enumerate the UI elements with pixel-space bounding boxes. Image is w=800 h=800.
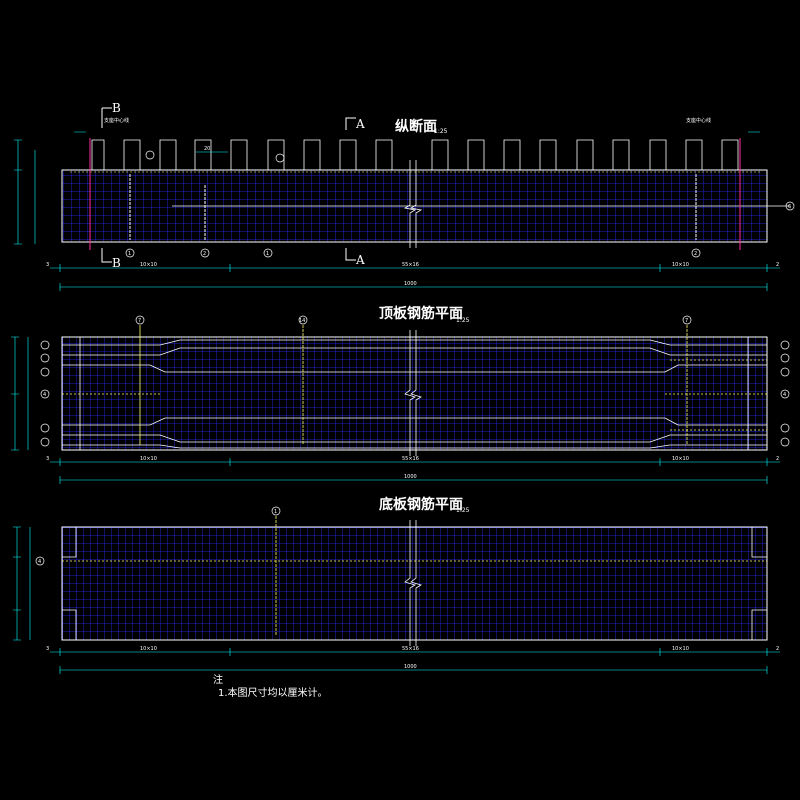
dim-top-gap: 20: [204, 146, 210, 152]
note-heading: 注: [213, 673, 223, 686]
bottom-dim-seg-left: 10×10: [140, 646, 157, 652]
bottom-dim-seg-mid: 55×16: [402, 646, 419, 652]
drawing-note: 注 1.本图尺寸均以厘米计。: [213, 673, 328, 699]
top-dim-edge-right: 2: [776, 456, 779, 462]
section-mark-a-bottom: A: [355, 253, 365, 267]
dim-seg-right: 10×10: [672, 262, 689, 268]
longitudinal-callouts: [125, 150, 795, 258]
top-dim-seg-left: 10×10: [140, 456, 157, 462]
dim-edge-right: 2: [776, 262, 779, 268]
callout-1b: 1: [266, 251, 269, 257]
bottom-callout-1: 1: [274, 509, 277, 515]
section-mark-b-bottom: B: [112, 256, 121, 270]
bottom-plan-scale: 1:25: [456, 507, 470, 514]
top-slab-plan: 顶板钢筋平面 1:25 3 10×10 55×16 10×10 2 1000: [11, 305, 790, 484]
top-plan-scale: 1:25: [456, 317, 470, 324]
bottom-plan-title: 底板钢筋平面: [379, 496, 463, 513]
top-callout-14: 14: [299, 318, 305, 324]
callout-6: 6: [788, 204, 791, 210]
top-callout-4-left: 4: [43, 392, 46, 398]
note-line-1: 1.本图尺寸均以厘米计。: [218, 686, 328, 699]
longitudinal-scale: 1:25: [434, 128, 448, 135]
bottom-dim-seg-right: 10×10: [672, 646, 689, 652]
longitudinal-section: 纵断面 1:25 支座中心线 支座中心线 B B A A 3 10×10 55×…: [14, 101, 795, 291]
dim-total: 1000: [404, 281, 417, 287]
callout-1: 1: [128, 251, 131, 257]
dim-edge-left: 3: [46, 262, 49, 268]
top-callout-7a: 7: [138, 318, 141, 324]
bottom-plan-body: [61, 526, 768, 641]
bottom-callout-4: 4: [38, 559, 41, 565]
top-plan-body: [61, 336, 768, 451]
bottom-dim-total: 1000: [404, 664, 417, 670]
section-mark-a-top: A: [355, 117, 365, 131]
top-plan-callouts: [40, 315, 790, 447]
top-dim-total: 1000: [404, 474, 417, 480]
longitudinal-title: 纵断面: [395, 118, 437, 135]
dim-seg-mid: 55×16: [402, 262, 419, 268]
support-label-left: 支座中心线: [104, 117, 129, 124]
top-dim-seg-mid: 55×16: [402, 456, 419, 462]
top-plan-title: 顶板钢筋平面: [379, 305, 463, 322]
callout-2: 2: [203, 251, 206, 257]
bottom-dim-edge-right: 2: [776, 646, 779, 652]
section-mark-b-top: B: [112, 101, 121, 115]
top-callout-7b: 7: [685, 318, 688, 324]
top-teeth: [91, 139, 739, 170]
top-callout-4-right: 4: [783, 392, 786, 398]
top-dim-edge-left: 3: [46, 456, 49, 462]
dim-seg-left: 10×10: [140, 262, 157, 268]
top-dim-seg-right: 10×10: [672, 456, 689, 462]
bottom-slab-plan: 底板钢筋平面 1:25 3 10×10 55×16 10×10 2 1000 1…: [13, 496, 780, 674]
bottom-dim-edge-left: 3: [46, 646, 49, 652]
support-label-right: 支座中心线: [686, 117, 711, 124]
callout-2b: 2: [694, 251, 697, 257]
bottom-plan-callouts: [35, 506, 281, 566]
